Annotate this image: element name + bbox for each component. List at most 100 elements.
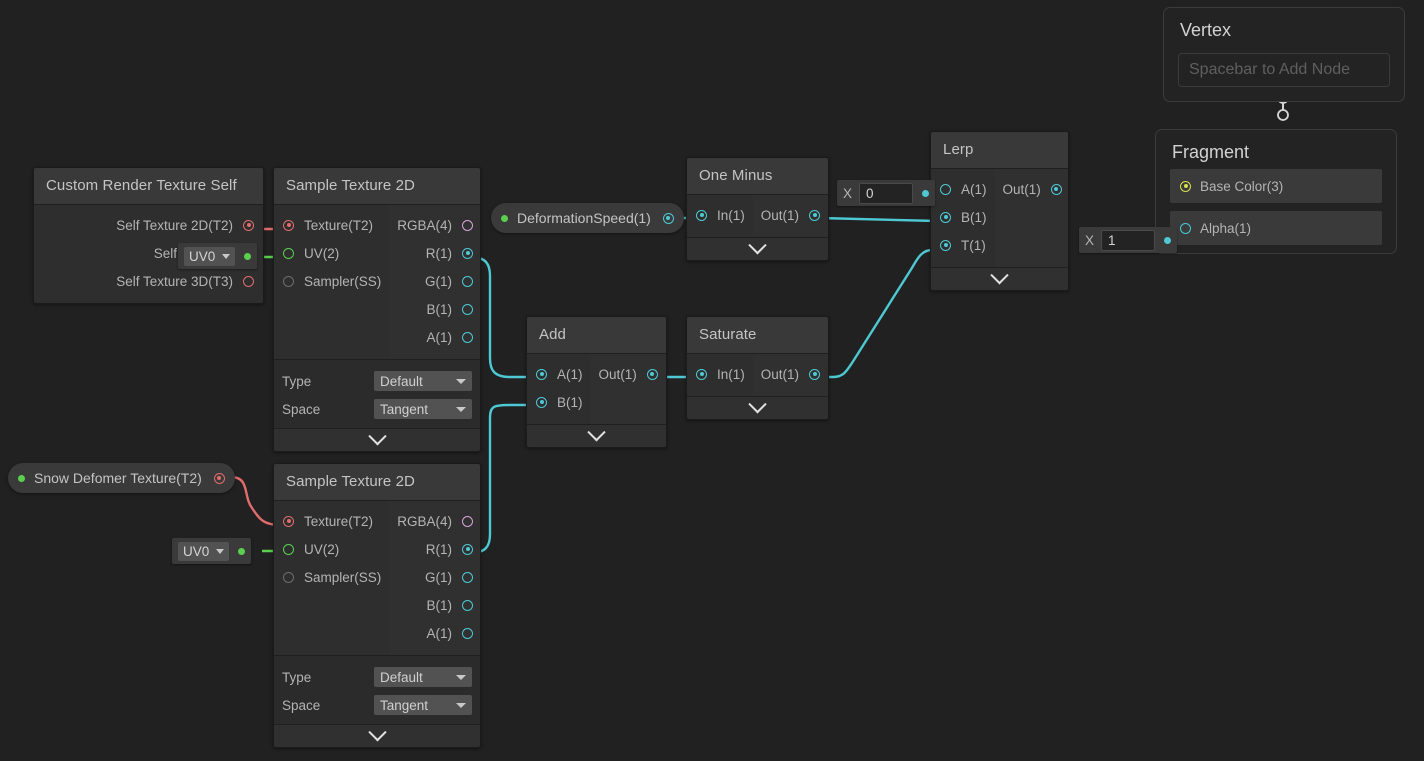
space-dropdown[interactable]: Tangent [374,399,472,419]
node-lerp[interactable]: Lerp A(1) B(1) T(1) Out(1) [930,131,1069,291]
port-slot-b[interactable] [462,599,474,611]
property-node-snow-deformer-texture[interactable]: Snow Defomer Texture(T2) [8,463,235,493]
port-slot-a[interactable] [536,368,547,380]
control-row-space[interactable]: Space Tangent [274,396,480,422]
port-slot-out[interactable] [1050,183,1062,195]
port-row[interactable]: UV(2) [274,239,389,267]
port-slot-g[interactable] [462,275,474,287]
port-slot-in[interactable] [696,209,707,221]
port-slot-b[interactable] [536,396,547,408]
port-slot-b[interactable] [940,211,951,223]
port-row[interactable]: Texture(T2) [274,211,389,239]
port-row[interactable]: R(1) [389,239,480,267]
inline-uv0-dropdown-top[interactable]: UV0 [178,243,258,269]
node-one-minus[interactable]: One Minus In(1) Out(1) [686,157,829,261]
port-row[interactable]: A(1) [389,323,480,351]
port-slot-a[interactable] [940,183,951,195]
port-slot-b[interactable] [462,303,474,315]
node-expander[interactable] [274,426,480,451]
master-node-vertex[interactable]: Vertex Spacebar to Add Node [1163,7,1405,102]
node-expander[interactable] [687,394,828,419]
node-sample-texture-2d-top[interactable]: Sample Texture 2D Texture(T2) UV(2) Samp… [273,167,481,452]
port-row[interactable]: R(1) [389,535,480,563]
port-row[interactable]: Out(1) [753,360,828,388]
port-row[interactable]: Sampler(SS) [274,563,389,591]
port-row[interactable]: RGBA(4) [389,507,480,535]
port-row[interactable]: UV(2) [274,535,389,563]
port-slot-sampler[interactable] [283,571,294,583]
port-row[interactable]: Out(1) [753,201,828,229]
port-row[interactable]: In(1) [687,201,753,229]
uv-channel-dropdown[interactable]: UV0 [184,246,236,266]
type-dropdown[interactable]: Default [374,371,472,391]
fragment-port-base-color[interactable]: Base Color(3) [1170,169,1382,203]
port-row[interactable]: G(1) [389,563,480,591]
uv-channel-dropdown[interactable]: UV0 [178,541,230,561]
port-slot-out[interactable] [809,209,821,221]
port-row[interactable]: Out(1) [591,360,666,388]
port-slot-out[interactable] [809,368,821,380]
output-dot-icon[interactable] [244,252,252,260]
node-custom-render-texture-self[interactable]: Custom Render Texture Self Self Texture … [33,167,264,304]
node-add[interactable]: Add A(1) B(1) Out(1) [526,316,667,448]
output-dot-icon[interactable] [238,547,246,555]
node-sample-texture-2d-bottom[interactable]: Sample Texture 2D Texture(T2) UV(2) Samp… [273,463,481,748]
port-slot-self-texture-3d[interactable] [243,275,254,287]
port-slot-out[interactable] [646,368,658,380]
value-field-x[interactable]: 1 [1101,229,1156,251]
fragment-port-alpha[interactable]: Alpha(1) [1170,211,1382,245]
port-slot-a[interactable] [462,331,474,343]
type-dropdown[interactable]: Default [374,667,472,687]
port-row[interactable]: T(1) [931,231,995,259]
port-slot-rgba[interactable] [462,515,474,527]
port-row[interactable]: Self Texture 3D(T3) [34,267,263,295]
inline-vector1-alpha[interactable]: X 1 [1079,227,1178,253]
port-row[interactable]: RGBA(4) [389,211,480,239]
port-row[interactable]: In(1) [687,360,753,388]
node-expander[interactable] [687,235,828,260]
port-slot-g[interactable] [462,571,474,583]
node-expander[interactable] [274,722,480,747]
port-slot-uv[interactable] [283,543,294,555]
output-dot-icon[interactable] [922,189,930,197]
port-slot-a[interactable] [462,627,474,639]
master-node-fragment[interactable]: Fragment Base Color(3) Alpha(1) [1155,129,1397,254]
port-row[interactable]: B(1) [389,295,480,323]
port-row[interactable]: A(1) [931,175,995,203]
port-slot-texture[interactable] [283,515,294,527]
control-row-space[interactable]: Space Tangent [274,692,480,718]
port-row[interactable]: A(1) [527,360,591,388]
port-slot-in[interactable] [696,368,707,380]
value-field-x[interactable]: 0 [859,182,914,204]
port-slot-t[interactable] [940,239,951,251]
port-row[interactable]: Self Texture 2D(T2) [34,211,263,239]
node-expander[interactable] [527,422,666,447]
port-slot-uv[interactable] [283,247,294,259]
control-row-type[interactable]: Type Default [274,368,480,394]
port-slot-rgba[interactable] [462,219,474,231]
vertex-add-node-slot[interactable]: Spacebar to Add Node [1178,53,1390,87]
port-slot-base-color[interactable] [1180,180,1191,192]
port-row[interactable]: Texture(T2) [274,507,389,535]
control-row-type[interactable]: Type Default [274,664,480,690]
inline-vector1-lerp-a[interactable]: X 0 [837,180,936,206]
port-slot-self-texture-2d[interactable] [243,219,254,231]
port-slot-r[interactable] [462,247,474,259]
property-output-slot[interactable] [213,472,225,484]
port-slot-r[interactable] [462,543,474,555]
port-row[interactable]: B(1) [931,203,995,231]
property-output-slot[interactable] [662,212,674,224]
port-row[interactable]: A(1) [389,619,480,647]
port-row[interactable]: Out(1) [995,175,1068,203]
node-expander[interactable] [931,265,1068,290]
node-saturate[interactable]: Saturate In(1) Out(1) [686,316,829,420]
port-slot-alpha[interactable] [1180,222,1191,234]
inline-uv0-dropdown-bottom[interactable]: UV0 [172,538,252,564]
port-row[interactable]: Sampler(SS) [274,267,389,295]
space-dropdown[interactable]: Tangent [374,695,472,715]
port-slot-texture[interactable] [283,219,294,231]
output-dot-icon[interactable] [1164,236,1172,244]
port-row[interactable]: B(1) [389,591,480,619]
port-slot-sampler[interactable] [283,275,294,287]
